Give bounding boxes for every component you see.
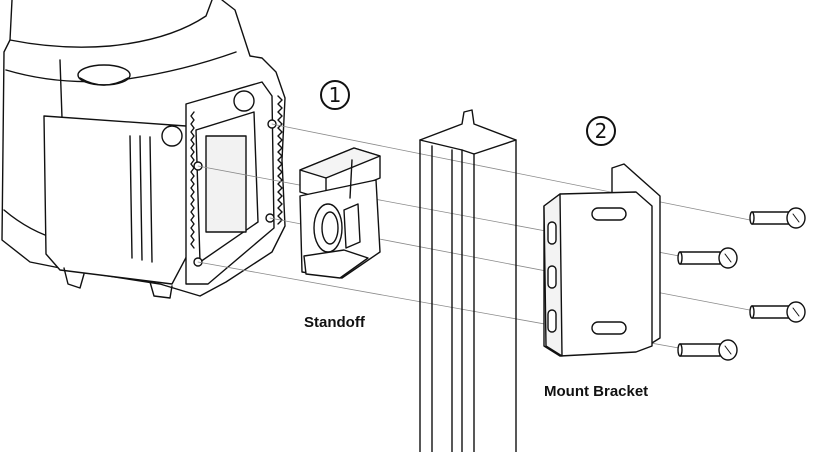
mount-bracket-label: Mount Bracket xyxy=(544,383,648,400)
step-2-badge: 2 xyxy=(586,116,616,146)
rail-top xyxy=(420,110,516,154)
bracket-slot-side-bottom xyxy=(548,310,556,332)
bracket-slot-bottom xyxy=(592,322,626,334)
device-housing xyxy=(2,0,285,298)
step-1-badge: 1 xyxy=(320,80,350,110)
bracket-slot-top xyxy=(592,208,626,220)
plate-knob xyxy=(234,91,254,111)
screw-2 xyxy=(678,248,737,268)
device-mount-window xyxy=(206,136,246,232)
standoff-part xyxy=(300,148,380,278)
screw-3 xyxy=(750,302,805,322)
screw-1 xyxy=(750,208,805,228)
bracket-slot-side-mid xyxy=(548,266,556,288)
mount-bracket-part xyxy=(544,164,660,356)
bracket-slot-side-top xyxy=(548,222,556,244)
device-oval-button xyxy=(78,65,130,85)
mounting-rail xyxy=(420,110,516,452)
standoff-bottom-tab xyxy=(304,250,368,278)
standoff-label: Standoff xyxy=(304,314,365,331)
screw-4 xyxy=(678,340,737,360)
plate-knob-small xyxy=(162,126,182,146)
